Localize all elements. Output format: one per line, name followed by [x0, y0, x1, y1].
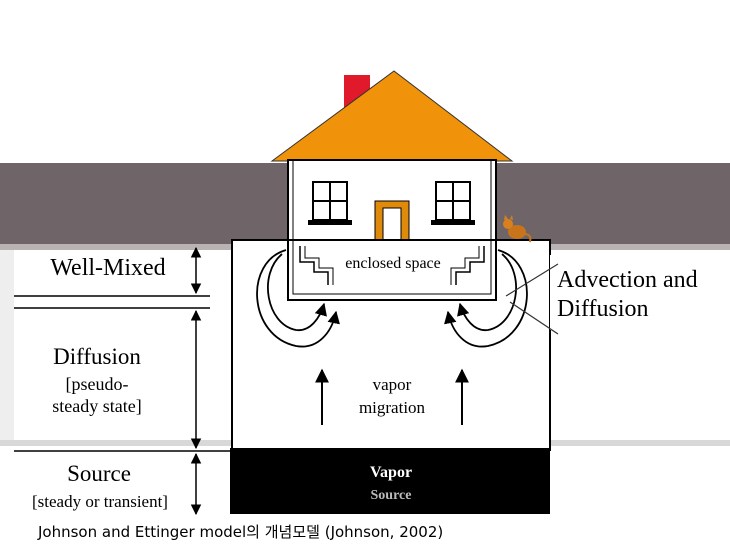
layer-scale: [14, 246, 232, 516]
layer-label-diffusion: Diffusion: [53, 344, 141, 369]
cat: [503, 215, 532, 243]
left-margin-panel: [0, 250, 14, 440]
enclosed-space: [287, 239, 497, 301]
roof: [270, 70, 514, 162]
layer-note-source: [steady or transient]: [32, 492, 168, 511]
advection-label-2: Diffusion: [557, 296, 649, 322]
window-right: [431, 181, 475, 225]
advection-arrows: [256, 249, 528, 348]
vapor-source-label-1: Vapor: [370, 464, 412, 481]
house: [270, 70, 532, 243]
window-left: [308, 181, 352, 225]
layer-note-diffusion-2: steady state]: [52, 396, 141, 416]
door: [374, 200, 410, 241]
vapor-source-block: [230, 448, 550, 514]
enclosed-space-label: enclosed space: [345, 255, 441, 272]
layer-label-source: Source: [67, 461, 131, 486]
advection-callout: [505, 255, 730, 335]
vapor-migration-label-2: migration: [359, 398, 426, 417]
vapor-migration-label-1: vapor: [373, 375, 412, 394]
layer-note-diffusion-1: [pseudo-: [66, 374, 129, 394]
layer-label-well-mixed: Well-Mixed: [50, 255, 165, 281]
figure-caption: Johnson and Ettinger model의 개념모델 (Johnso…: [37, 523, 443, 541]
vapor-source-label-2: Source: [371, 488, 412, 503]
advection-label-1: Advection and: [557, 267, 698, 293]
